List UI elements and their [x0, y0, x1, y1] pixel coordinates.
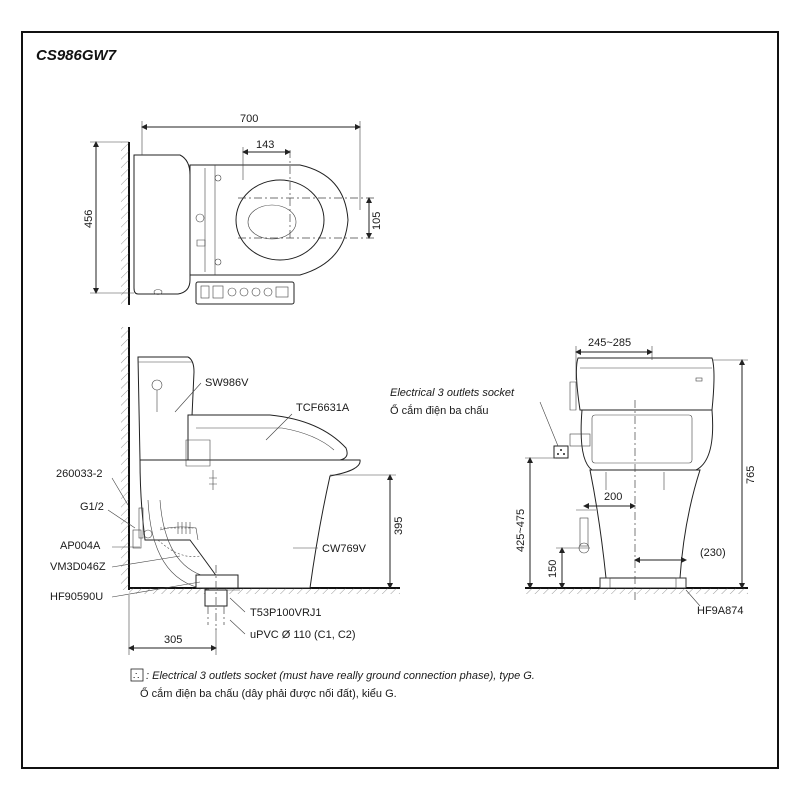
label-upvc-pipe: uPVC Ø 110 (C1, C2) [250, 629, 356, 641]
dim-700: 700 [240, 113, 258, 125]
dim-150: 150 [547, 560, 559, 578]
dim-305: 305 [164, 634, 182, 646]
dim-765: 765 [745, 466, 757, 484]
side-seat [187, 414, 348, 461]
label-ap004a: AP004A [60, 540, 101, 552]
label-t53p100vrj1: T53P100VRJ1 [250, 607, 322, 619]
dim-200: 200 [604, 491, 622, 503]
note-block: ∴ : Electrical 3 outlets socket (must ha… [130, 668, 535, 700]
note-line-en: : Electrical 3 outlets socket (must have… [146, 670, 535, 682]
label-cw769v: CW769V [322, 543, 367, 555]
dim-143: 143 [256, 139, 274, 151]
label-vm3d046z: VM3D046Z [50, 561, 106, 573]
drawing-frame [21, 31, 779, 769]
dim-230: (230) [700, 547, 726, 559]
label-hf90590u: HF90590U [50, 591, 103, 603]
dim-245-285: 245~285 [588, 337, 631, 349]
label-260033-2: 260033-2 [56, 468, 103, 480]
side-tank [137, 356, 195, 461]
socket-icon [553, 445, 569, 459]
front-pedestal [589, 469, 701, 579]
note-socket-icon [130, 668, 144, 682]
note-symbol: ∴ [133, 671, 139, 682]
label-g12: G1/2 [80, 501, 104, 513]
note-line-vi: Ổ cắm điện ba chấu (dây phải được nối đấ… [140, 687, 397, 700]
dim-105: 105 [371, 212, 383, 230]
front-seat [580, 409, 714, 471]
top-bowl-rim [235, 179, 325, 261]
front-control-box [569, 433, 591, 447]
top-seat [189, 164, 349, 276]
front-tank [575, 357, 715, 411]
socket-label-vi: Ổ cắm điện ba chấu [390, 404, 488, 417]
dim-456: 456 [83, 210, 95, 228]
top-bowl-water [247, 204, 297, 240]
dim-425-475: 425~475 [515, 509, 527, 552]
dim-395: 395 [393, 517, 405, 535]
front-view: Electrical 3 outlets socket Ổ cắm điện b… [390, 337, 757, 617]
label-hf9a874: HF9A874 [697, 605, 743, 617]
side-bowl [139, 459, 361, 589]
label-tcf6631a: TCF6631A [296, 402, 350, 414]
socket-label-en: Electrical 3 outlets socket [390, 387, 515, 399]
top-tank [133, 154, 191, 295]
top-wall-hatch [121, 142, 129, 305]
label-sw986v: SW986V [205, 377, 249, 389]
model-title: CS986GW7 [36, 47, 117, 64]
remote-control [195, 281, 295, 305]
side-view: SW986V TCF6631A CW769V 260033-2 G1/2 AP0… [50, 327, 405, 655]
top-view: 700 143 456 105 [83, 113, 383, 305]
